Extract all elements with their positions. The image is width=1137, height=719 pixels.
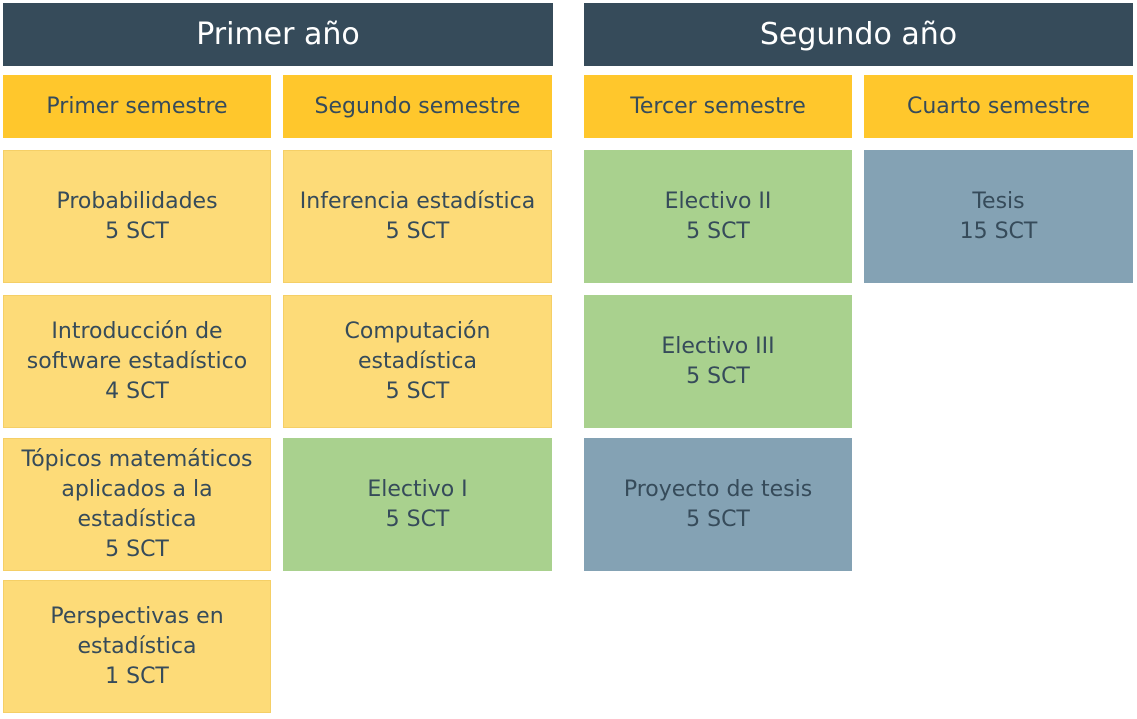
course-credits: 15 SCT [959,218,1038,244]
course-card: Probabilidades 5 SCT [3,150,271,283]
semester-header-4: Cuarto semestre [864,75,1133,138]
course-name: Electivo I [367,476,468,502]
course-name: Tesis [972,188,1025,214]
thesis-card: Proyecto de tesis 5 SCT [584,438,852,571]
semester-header-2: Segundo semestre [283,75,552,138]
thesis-card: Tesis 15 SCT [864,150,1133,283]
course-name: Tópicos matemáticos aplicados a la estad… [21,446,253,532]
course-name: Introducción de software estadístico [26,318,248,374]
course-credits: 5 SCT [105,536,169,562]
year-header-2: Segundo año [584,3,1133,66]
course-name: Proyecto de tesis [623,476,813,502]
course-card: Inferencia estadística 5 SCT [283,150,552,283]
course-name: Inferencia estadística [299,188,536,214]
semester-header-3: Tercer semestre [584,75,852,138]
course-credits: 5 SCT [686,218,750,244]
semester-header-1: Primer semestre [3,75,271,138]
course-name: Electivo III [661,333,775,359]
year-header-1: Primer año [3,3,553,66]
course-name: Perspectivas en estadística [50,603,224,659]
course-card: Computación estadística 5 SCT [283,295,552,428]
course-credits: 5 SCT [686,506,750,532]
course-name: Probabilidades [56,188,218,214]
course-credits: 5 SCT [105,218,169,244]
elective-card: Electivo II 5 SCT [584,150,852,283]
course-credits: 4 SCT [105,378,169,404]
course-card: Introducción de software estadístico 4 SC… [3,295,271,428]
course-credits: 5 SCT [385,218,450,244]
course-name: Computación estadística [344,318,491,374]
course-card: Perspectivas en estadística 1 SCT [3,580,271,713]
course-credits: 1 SCT [105,663,169,689]
course-credits: 5 SCT [686,363,750,389]
course-credits: 5 SCT [385,378,450,404]
course-credits: 5 SCT [385,506,450,532]
course-name: Electivo II [664,188,772,214]
course-card: Tópicos matemáticos aplicados a la estad… [3,438,271,571]
elective-card: Electivo III 5 SCT [584,295,852,428]
elective-card: Electivo I 5 SCT [283,438,552,571]
